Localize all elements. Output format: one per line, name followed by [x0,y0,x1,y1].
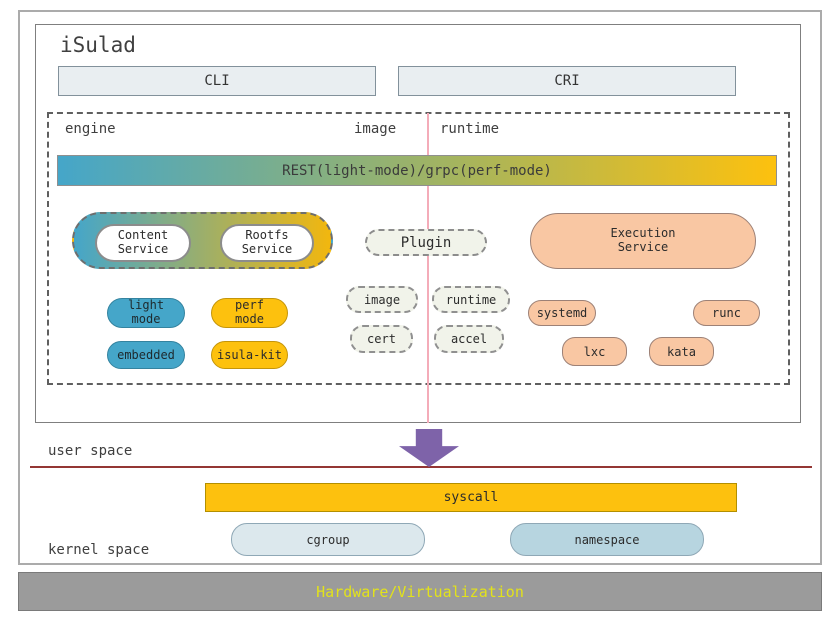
lxc-pill: lxc [562,337,627,366]
modules-dashed-box [47,112,790,385]
runc-pill: runc [693,300,760,326]
hardware-virtualization-bar: Hardware/Virtualization [18,572,822,611]
kernel-space-label: kernel space [48,542,150,558]
execution-service-pill: Execution Service [530,213,756,269]
runtime-pill: runtime [432,286,510,313]
image-pill: image [346,286,418,313]
page-title: iSulad [60,33,136,57]
user-kernel-divider-line [30,466,812,468]
rootfs-service-pill: Rootfs Service [220,224,314,262]
namespace-pill: namespace [510,523,704,556]
cgroup-pill: cgroup [231,523,425,556]
content-service-pill: Content Service [95,224,191,262]
perf-mode-pill: perf mode [211,298,288,328]
section-label-engine: engine [65,121,116,137]
cri-box: CRI [398,66,736,96]
user-space-label: user space [48,443,133,459]
rest-grpc-bar: REST(light-mode)/grpc(perf-mode) [57,155,777,186]
cli-box: CLI [58,66,376,96]
embedded-pill: embedded [107,341,185,369]
accel-pill: accel [434,325,504,353]
service-gradient-capsule: Content Service Rootfs Service [72,212,333,269]
image-runtime-divider-line [427,113,429,423]
section-label-runtime: runtime [440,121,500,137]
light-mode-pill: light mode [107,298,185,328]
systemd-pill: systemd [528,300,596,326]
plugin-pill: Plugin [365,229,487,256]
isula-kit-pill: isula-kit [211,341,288,369]
kata-pill: kata [649,337,714,366]
cert-pill: cert [350,325,413,353]
syscall-bar: syscall [205,483,737,512]
section-label-image: image [354,121,397,137]
